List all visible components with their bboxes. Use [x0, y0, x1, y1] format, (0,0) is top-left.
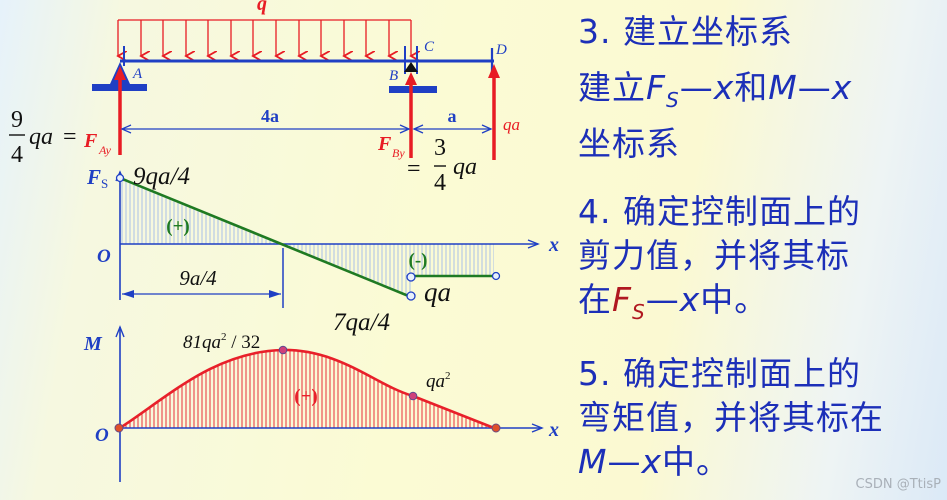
point-label-C: C [424, 39, 435, 55]
step5-line2: 弯矩值，并将其标在 [578, 398, 884, 437]
svg-text:F: F [377, 133, 392, 155]
svg-text:=: = [407, 156, 421, 182]
svg-text:4: 4 [434, 170, 446, 196]
step5-line1: 5. 确定控制面上的 [578, 354, 861, 393]
svg-text:Ay: Ay [98, 143, 112, 157]
moment-axis-y-label: M [83, 333, 103, 355]
shear-negative-area [283, 244, 494, 297]
load-label-q: q [257, 0, 267, 15]
svg-text:qa: qa [453, 154, 477, 180]
moment-b-label: qa2 [426, 370, 451, 392]
point-label-D: D [495, 42, 507, 58]
shear-origin-label: O [97, 246, 111, 267]
reaction-force-A-arrow [114, 66, 126, 155]
dimension-a [412, 124, 493, 134]
reaction-B-label: F By = 3 4 qa [377, 133, 477, 196]
roller-support-B [389, 62, 437, 93]
step4-line3: 在FS—x中。 [578, 280, 769, 324]
step3-title: 3. 建立坐标系 [578, 12, 793, 51]
moment-diagram: M x O 81qa2 / 32 qa2 (+) [83, 325, 559, 482]
shear-line-AB [119, 176, 412, 299]
shear-axis-x-label: x [548, 234, 559, 256]
moment-origin-label: O [95, 425, 109, 446]
svg-text:qa: qa [29, 124, 53, 150]
step3-body: 建立FS—x和M—x 坐标系 [578, 66, 852, 166]
span-label-4a: 4a [261, 106, 279, 126]
step4-line1: 4. 确定控制面上的 [578, 192, 861, 231]
shear-max-label: 9qa/4 [133, 163, 190, 190]
svg-text:=: = [63, 124, 77, 150]
distributed-load-q [118, 19, 411, 56]
svg-text:By: By [392, 146, 405, 160]
shear-positive-sign: (+) [166, 216, 189, 237]
step5-line3: M—x中。 [578, 442, 731, 481]
dimension-4a [120, 124, 411, 134]
shear-axis-label-F: F [86, 165, 101, 189]
reaction-force-B-arrow [405, 72, 417, 158]
shear-zero-cross-label: 9a/4 [179, 266, 217, 290]
beam-group: q A B C D [9, 0, 520, 196]
step4-line2: 剪力值，并将其标 [578, 236, 850, 275]
point-label-A: A [132, 66, 143, 82]
shear-diagram: F S x O 9qa/4 7qa/4 qa (+) (-) 9a/4 [86, 163, 559, 336]
end-force-label: qa [503, 115, 520, 134]
shear-negative-sign: (-) [409, 250, 428, 271]
step3-line2: 坐标系 [578, 124, 680, 163]
watermark: CSDN @TtisP [855, 477, 941, 492]
shear-right-label: qa [424, 277, 451, 307]
end-force-D-arrow [488, 64, 500, 160]
shear-min-label: 7qa/4 [333, 309, 390, 336]
moment-positive-sign: (+) [294, 386, 317, 407]
moment-axis-x-label: x [548, 419, 559, 441]
point-label-B: B [389, 68, 398, 84]
svg-text:F: F [83, 130, 98, 152]
moment-max-label: 81qa2 / 32 [183, 331, 260, 353]
step3-line1: 建立FS—x和M—x [578, 68, 853, 112]
svg-text:4: 4 [11, 142, 23, 168]
step4-body: 4. 确定控制面上的 剪力值，并将其标 在FS—x中。 [578, 190, 861, 334]
reaction-A-label: 9 4 qa = F Ay [9, 107, 112, 168]
moment-positive-area [120, 349, 494, 428]
svg-text:3: 3 [434, 135, 446, 161]
step5-body: 5. 确定控制面上的 弯矩值，并将其标在 M—x中。 [578, 352, 884, 484]
svg-text:9: 9 [11, 107, 23, 133]
shear-axis-label-S: S [101, 176, 108, 191]
span-label-a: a [448, 106, 457, 126]
